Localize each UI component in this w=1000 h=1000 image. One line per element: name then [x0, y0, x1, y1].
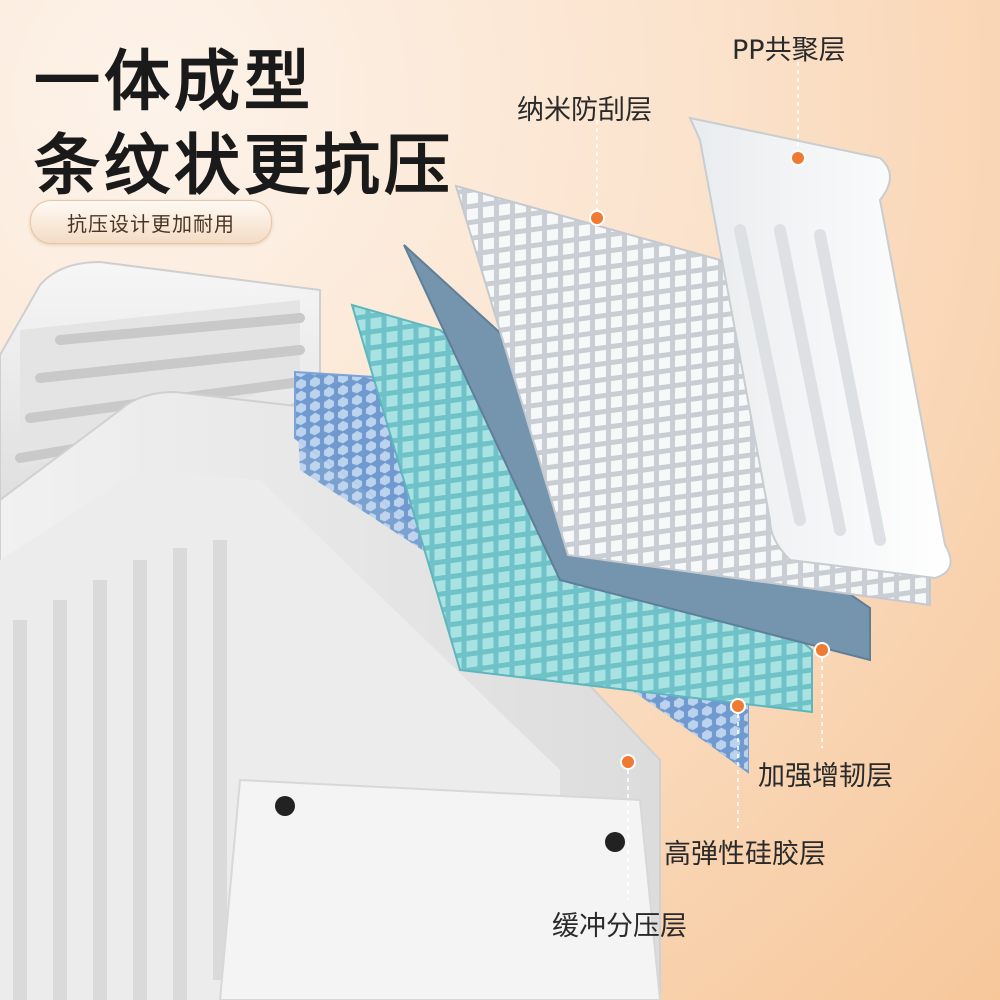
- buffer-layer-marker: [620, 754, 636, 770]
- feature-badge: 抗压设计更加耐用: [30, 200, 272, 244]
- pp-layer-panel: [688, 116, 952, 580]
- pp-layer-label: PP共聚层: [732, 35, 846, 66]
- reinforce-layer-marker: [814, 642, 830, 658]
- reinforce-layer-label: 加强增韧层: [758, 761, 893, 792]
- silicone-layer-marker: [730, 698, 746, 714]
- silicone-layer-label: 高弹性硅胶层: [664, 839, 826, 870]
- nano-layer-label: 纳米防刮层: [517, 95, 652, 126]
- headline-line-2: 条纹状更抗压: [34, 127, 454, 204]
- nano-layer-marker: [589, 210, 605, 226]
- storage-box-front: [0, 390, 662, 1000]
- pp-layer-marker: [790, 150, 806, 166]
- feature-badge-text: 抗压设计更加耐用: [67, 211, 235, 236]
- leader-lines: [596, 62, 823, 900]
- buffer-layer-label: 缓冲分压层: [552, 911, 687, 942]
- headline-line-1: 一体成型: [34, 43, 314, 120]
